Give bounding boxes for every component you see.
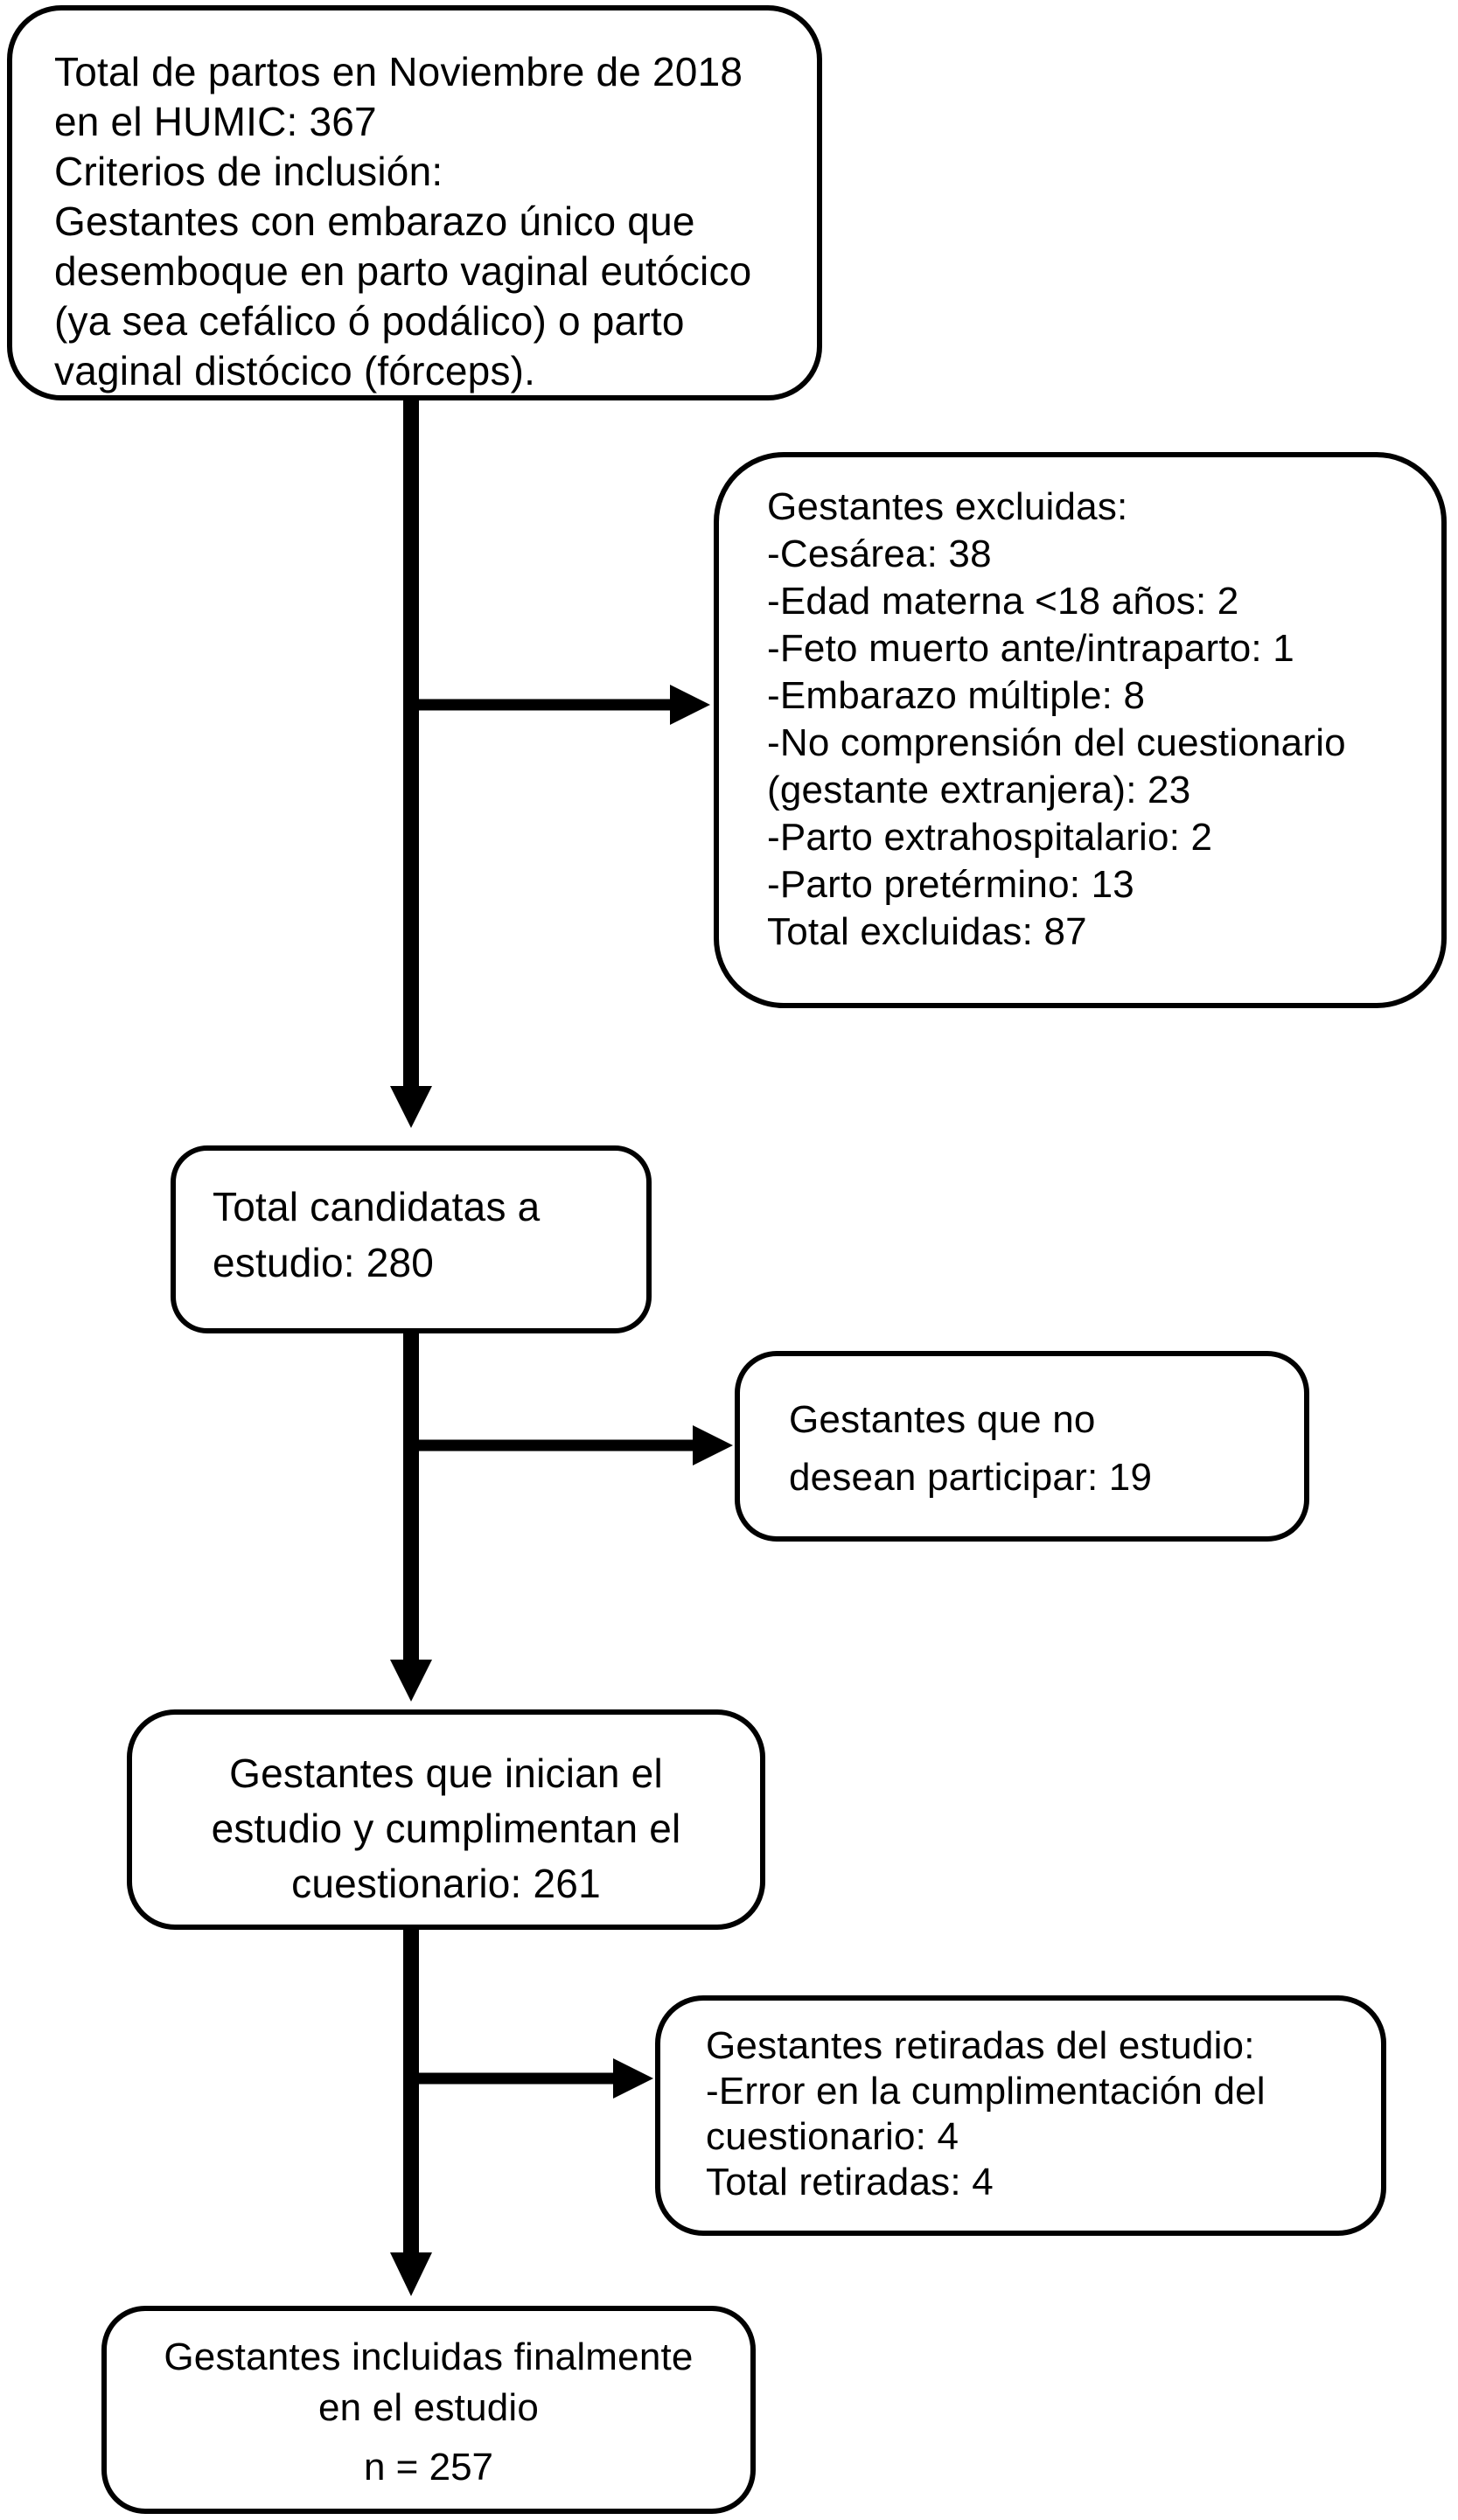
arrow-right-1 <box>404 685 710 725</box>
node-no-participan-text: Gestantes que no desean participar: 19 <box>789 1398 1153 1499</box>
node-incluidas: Gestantes incluidas finalmente en el est… <box>101 2306 756 2514</box>
node-excluidas-text: Gestantes excluidas: -Cesárea: 38 -Edad … <box>767 485 1346 953</box>
node-inician: Gestantes que inician el estudio y cumpl… <box>127 1709 765 1930</box>
node-candidatas: Total candidatas a estudio: 280 <box>171 1145 652 1333</box>
arrow-right-2 <box>404 1425 733 1465</box>
arrow-down-3 <box>390 1927 432 2296</box>
node-incluidas-n: n = 257 <box>363 2446 494 2489</box>
node-candidatas-text: Total candidatas a estudio: 280 <box>213 1184 541 1285</box>
node-incluidas-text: Gestantes incluidas finalmente en el est… <box>164 2336 694 2429</box>
node-inician-text: Gestantes que inician el estudio y cumpl… <box>211 1751 681 1906</box>
node-retiradas: Gestantes retiradas del estudio: -Error … <box>655 1995 1386 2236</box>
node-no-participan: Gestantes que no desean participar: 19 <box>735 1351 1309 1542</box>
arrow-down-1 <box>390 399 432 1128</box>
arrow-right-3 <box>404 2058 653 2099</box>
node-total-partos-text: Total de partos en Noviembre de 2018 en … <box>54 49 752 393</box>
node-total-partos: Total de partos en Noviembre de 2018 en … <box>7 5 822 400</box>
node-excluidas: Gestantes excluidas: -Cesárea: 38 -Edad … <box>714 452 1447 1008</box>
arrow-down-2 <box>390 1332 432 1702</box>
node-retiradas-text: Gestantes retiradas del estudio: -Error … <box>706 2024 1266 2203</box>
